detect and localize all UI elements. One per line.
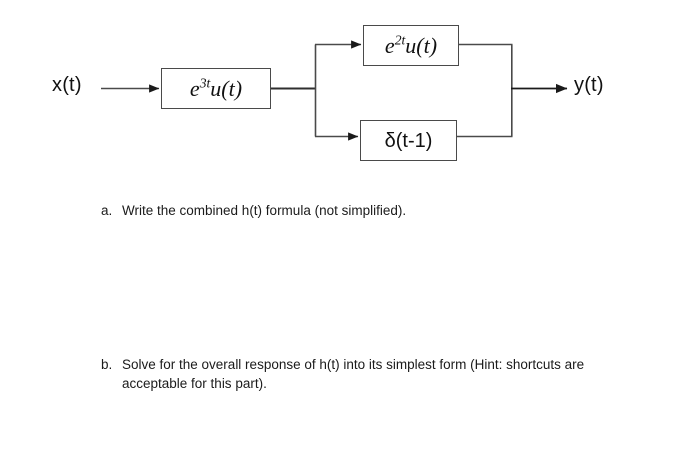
block-delta-t-minus-1: δ(t-1) — [360, 120, 457, 161]
question-item-a: a. Write the combined h(t) formula (not … — [101, 201, 521, 220]
question-a-marker: a. — [101, 203, 113, 218]
block-e3t-base: e — [189, 75, 200, 101]
block-delta-label: δ(t-1) — [384, 129, 433, 152]
block-e3t-func: u(t) — [210, 75, 243, 101]
question-b-text: Solve for the overall response of h(t) i… — [122, 357, 585, 391]
block-e3t-ut-label: e3tu(t) — [189, 75, 243, 101]
question-item-b: b. Solve for the overall response of h(t… — [101, 355, 641, 393]
block-e2t-ut: e2tu(t) — [363, 25, 459, 66]
block-e2t-ut-label: e2tu(t) — [384, 32, 438, 58]
block-e2t-exponent: 2t — [394, 32, 406, 48]
block-e2t-base: e — [384, 32, 395, 58]
block-e2t-func: u(t) — [405, 32, 438, 58]
question-a-text: Write the combined h(t) formula (not sim… — [122, 203, 407, 218]
block-e3t-ut: e3tu(t) — [161, 68, 271, 109]
input-signal-label: x(t) — [52, 74, 82, 96]
question-b-marker: b. — [101, 357, 113, 372]
block-e3t-exponent: 3t — [199, 75, 211, 91]
block-diagram: x(t) y(t) e3tu(t) e2tu(t) δ(t-1) — [0, 0, 700, 190]
diagram-connectors — [101, 40, 568, 141]
output-signal-label: y(t) — [574, 74, 604, 96]
